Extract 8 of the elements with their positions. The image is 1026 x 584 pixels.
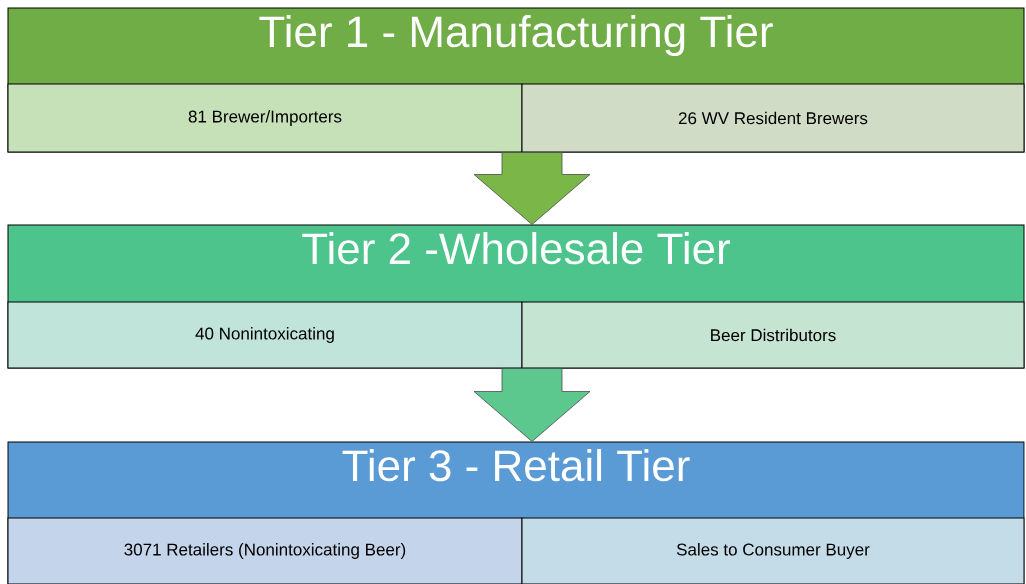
sub-box: 81 Brewer/Importers [7, 83, 523, 153]
block-arrow [473, 368, 591, 442]
sub-box: Sales to Consumer Buyer [521, 517, 1025, 584]
sub-box: Beer Distributors [521, 301, 1025, 369]
sub-box: 40 Nonintoxicating [7, 301, 523, 369]
block-arrow [473, 152, 591, 225]
sub-box: 3071 Retailers (Nonintoxicating Beer) [7, 517, 523, 584]
sub-box: 26 WV Resident Brewers [521, 83, 1025, 153]
